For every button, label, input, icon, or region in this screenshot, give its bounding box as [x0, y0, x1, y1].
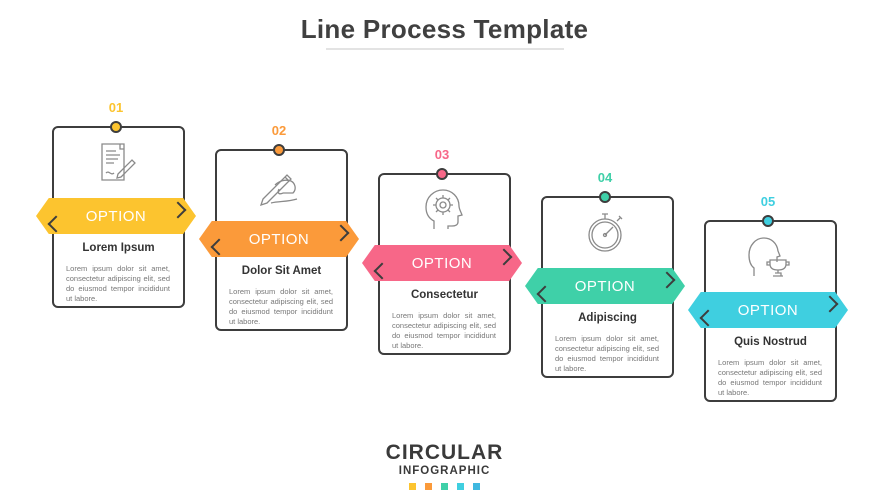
- step-description: Lorem ipsum dolor sit amet, consectetur …: [555, 334, 659, 373]
- document-pen-icon: [94, 140, 138, 184]
- logo-color-squares: [0, 483, 889, 490]
- step-number: 05: [760, 194, 776, 209]
- step-description: Lorem ipsum dolor sit amet, consectetur …: [392, 311, 496, 350]
- step-label: Quis Nostrud: [734, 336, 807, 348]
- title-underline: [326, 48, 564, 50]
- step-label: Dolor Sit Amet: [241, 265, 322, 277]
- step-description: Lorem ipsum dolor sit amet, consectetur …: [66, 264, 170, 303]
- step-number: 01: [108, 100, 124, 115]
- option-ribbon: OPTION: [362, 245, 522, 281]
- step-connector-dot: [436, 168, 448, 180]
- step-label: Lorem Ipsum: [82, 242, 155, 254]
- logo-line-2: INFOGRAPHIC: [398, 465, 491, 477]
- head-gear-icon: [420, 187, 464, 231]
- step-label: Consectetur: [410, 289, 479, 301]
- step-number: 02: [271, 123, 287, 138]
- logo-square: [409, 483, 416, 490]
- page-title: Line Process Template: [300, 14, 589, 44]
- logo-square: [473, 483, 480, 490]
- brand-logo: CIRCULAR INFOGRAPHIC: [0, 442, 889, 490]
- step-connector-dot: [273, 144, 285, 156]
- option-ribbon: OPTION: [688, 292, 848, 328]
- step-description: Lorem ipsum dolor sit amet, consectetur …: [229, 287, 333, 326]
- option-ribbon: OPTION: [36, 198, 196, 234]
- step-connector-dot: [110, 121, 122, 133]
- step-number: 03: [434, 147, 450, 162]
- step-connector-dot: [599, 191, 611, 203]
- step-label: Adipiscing: [578, 312, 637, 324]
- step-number: 04: [597, 170, 613, 185]
- option-ribbon: OPTION: [199, 221, 359, 257]
- logo-square: [441, 483, 448, 490]
- option-ribbon: OPTION: [525, 268, 685, 304]
- stopwatch-icon: [583, 210, 627, 254]
- logo-square: [457, 483, 464, 490]
- head-trophy-icon: [746, 234, 790, 278]
- hand-writing-icon: [257, 163, 301, 207]
- step-connector-dot: [762, 215, 774, 227]
- step-description: Lorem ipsum dolor sit amet, consectetur …: [718, 358, 822, 397]
- logo-line-1: CIRCULAR: [385, 441, 504, 464]
- logo-square: [425, 483, 432, 490]
